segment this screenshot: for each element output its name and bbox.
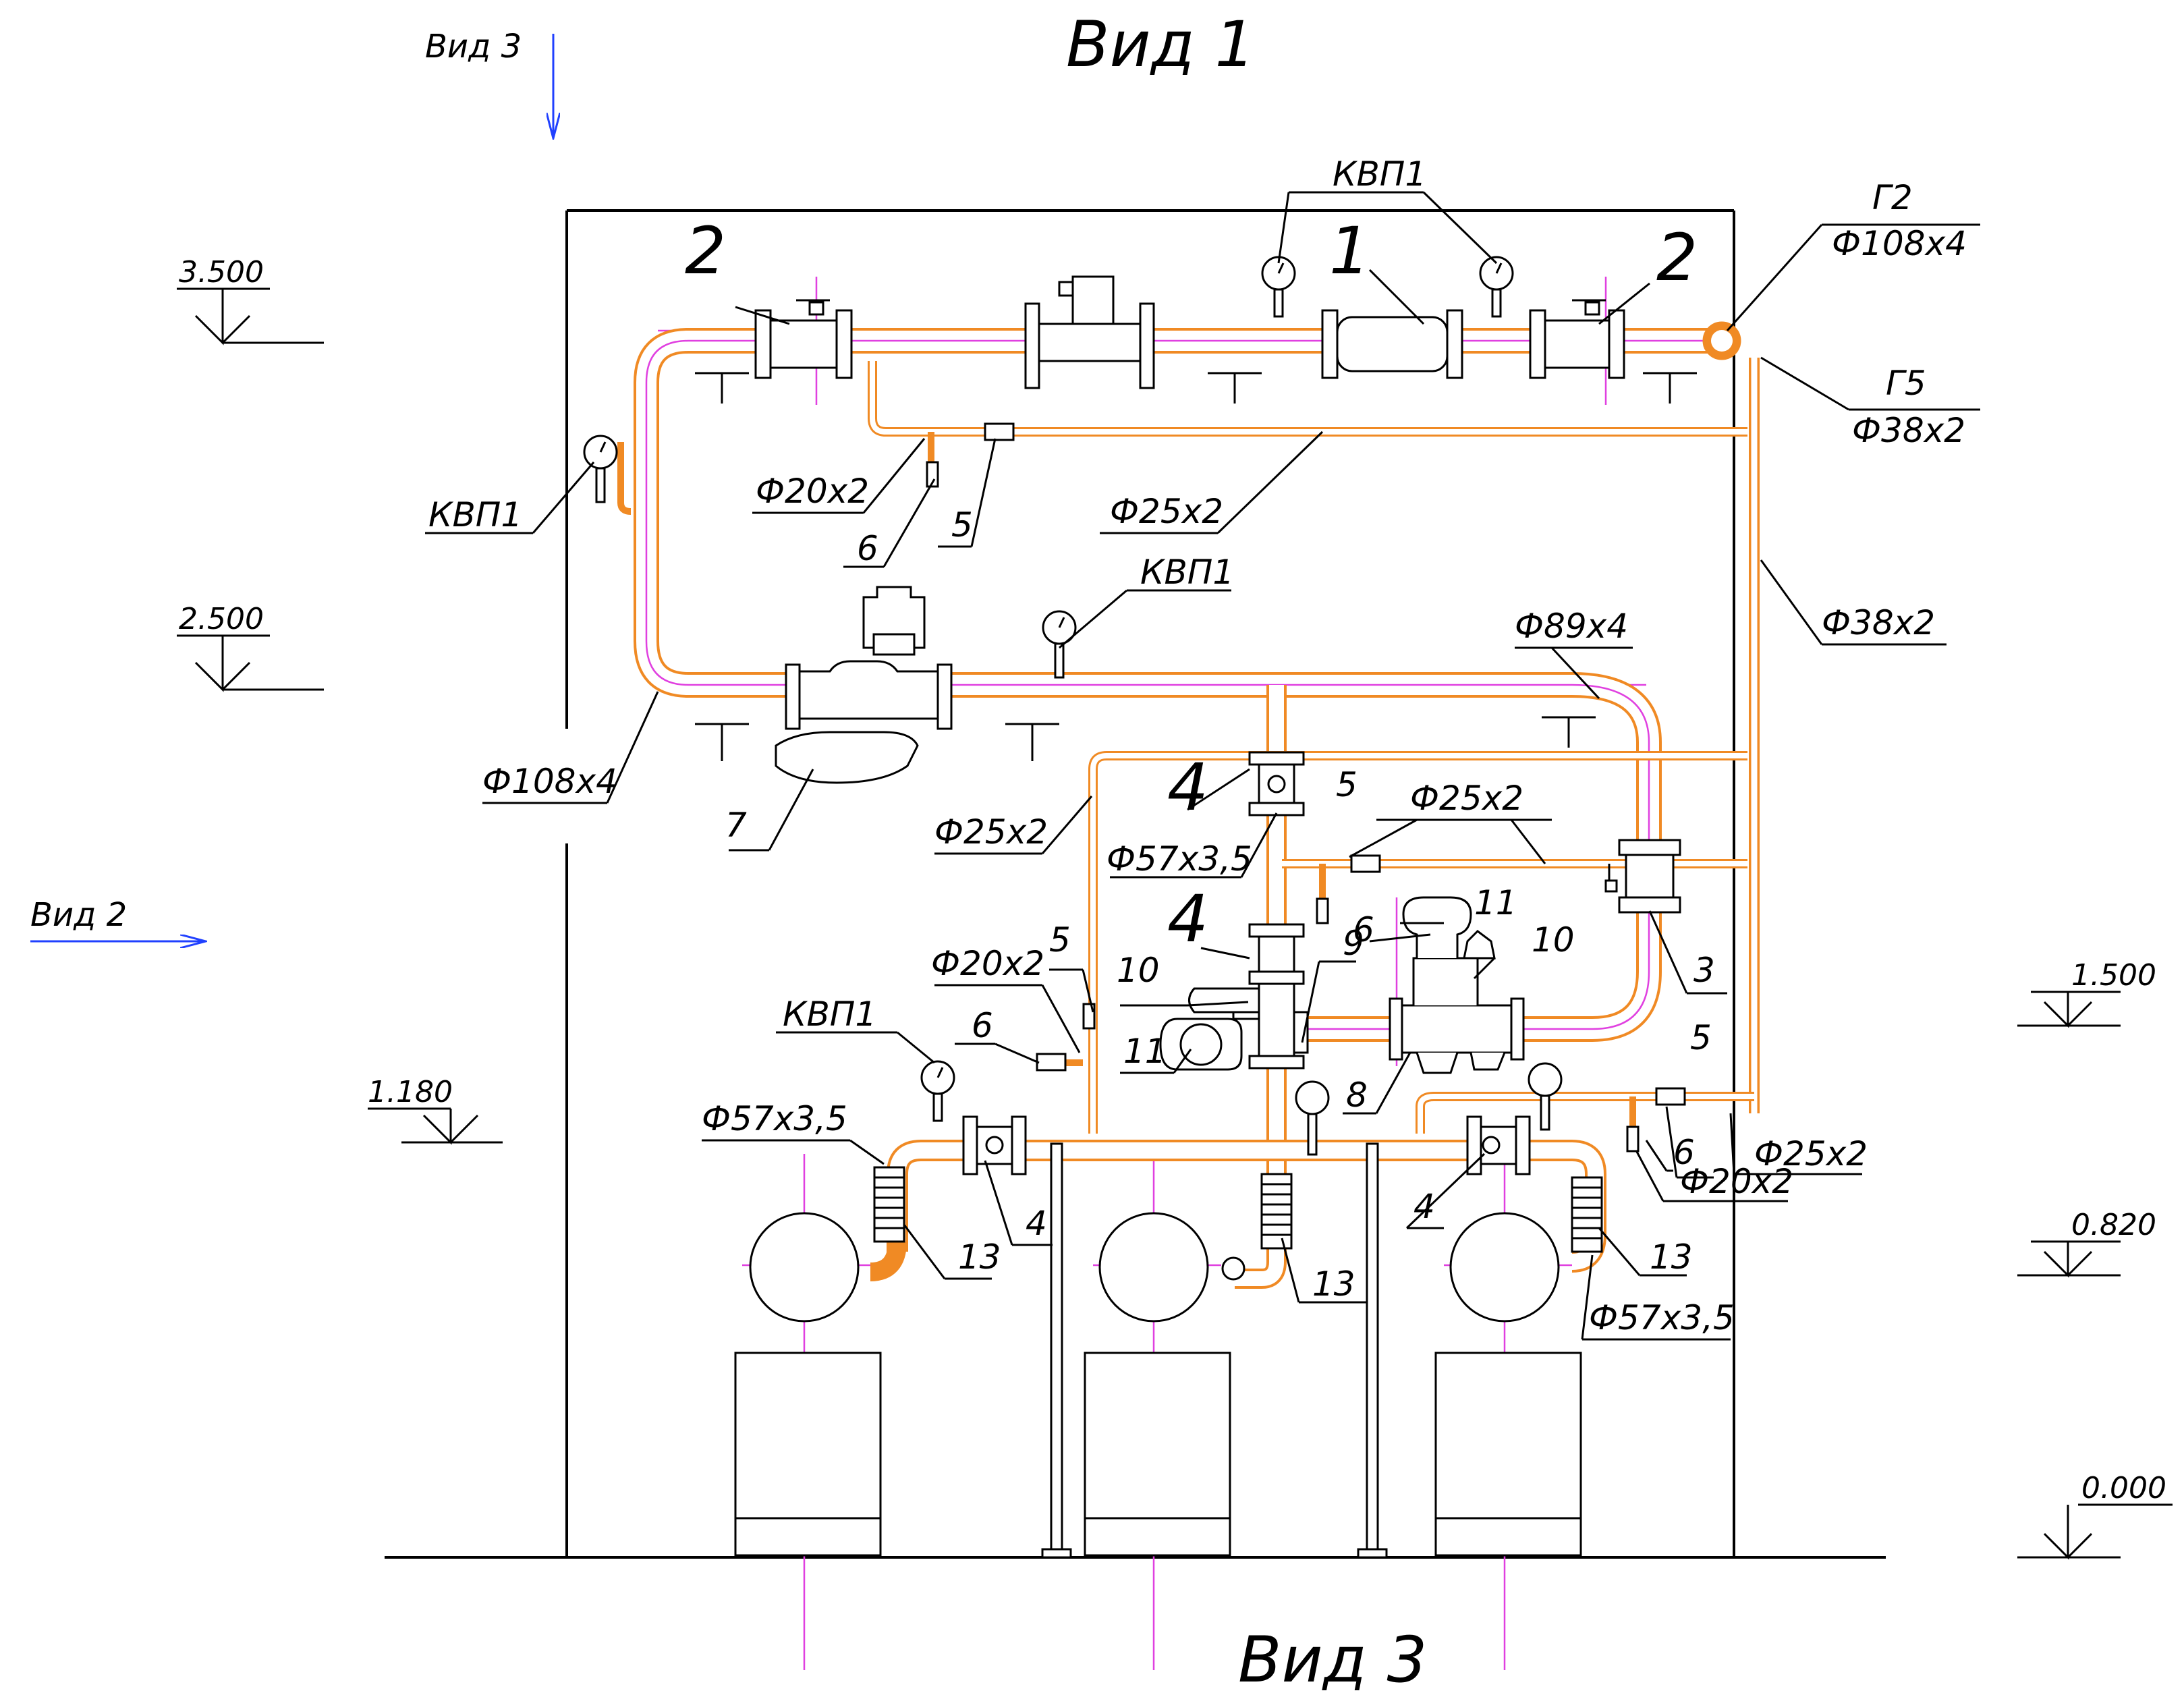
d57-mid-label: Ф57х3,5 bbox=[1107, 839, 1252, 879]
d20-right-label: Ф20х2 bbox=[1680, 1162, 1793, 1201]
pos-10-right: 10 bbox=[1532, 920, 1575, 960]
valve-2-left bbox=[754, 299, 853, 379]
d25-top-label: Ф25х2 bbox=[1110, 492, 1223, 531]
d57-right-label: Ф57х3,5 bbox=[1589, 1298, 1735, 1337]
kvp-left-label: КВП1 bbox=[428, 495, 522, 534]
valve-8-assembly bbox=[1389, 896, 1525, 1074]
g5-label: Г5 bbox=[1886, 364, 1926, 403]
pos-13-left: 13 bbox=[958, 1238, 1001, 1277]
view-arrows bbox=[30, 34, 553, 941]
fitting-4-upper bbox=[1248, 751, 1305, 816]
gauge-low-left bbox=[920, 1060, 955, 1122]
pos-10-left: 10 bbox=[1117, 951, 1160, 990]
g2-diameter: Ф108х4 bbox=[1832, 224, 1967, 263]
elevation-2500: 2.500 bbox=[179, 602, 264, 636]
small-pipes bbox=[617, 358, 1760, 1134]
boiler-left bbox=[734, 1212, 882, 1557]
pos-6-top: 6 bbox=[857, 529, 878, 568]
pos-5-top: 5 bbox=[951, 505, 973, 545]
valve-10-11-left bbox=[1159, 987, 1260, 1071]
gauge-low-mid bbox=[1295, 1080, 1330, 1156]
pos-13-right: 13 bbox=[1650, 1238, 1693, 1277]
d25-mid-right-label: Ф25х2 bbox=[1410, 779, 1523, 818]
support-posts bbox=[1041, 1142, 1388, 1559]
boiler-mid bbox=[1084, 1212, 1231, 1557]
valve-4-left bbox=[962, 1115, 1027, 1175]
bellows-13-mid bbox=[1221, 1173, 1293, 1281]
valve-4-right bbox=[1466, 1115, 1531, 1175]
g5-diameter: Ф38х2 bbox=[1852, 411, 1965, 450]
valve-3 bbox=[1604, 839, 1681, 914]
elevation-3500: 3.500 bbox=[179, 255, 264, 289]
kvp-mid-label: КВП1 bbox=[1140, 553, 1234, 592]
kvp-low-label: КВП1 bbox=[783, 995, 876, 1034]
pipe-supports bbox=[695, 372, 1697, 761]
pos-4-mid: 4 bbox=[1167, 881, 1208, 957]
pos-8: 8 bbox=[1346, 1076, 1368, 1115]
view1-title: Вид 1 bbox=[1066, 8, 1255, 82]
pos-1: 1 bbox=[1329, 213, 1370, 289]
d20-top-label: Ф20х2 bbox=[756, 472, 869, 511]
pos-11-right: 11 bbox=[1474, 883, 1517, 922]
gauge-low-right bbox=[1528, 1062, 1563, 1131]
pos-6-left: 6 bbox=[972, 1006, 993, 1045]
view3-marker-label: Вид 3 bbox=[425, 28, 522, 65]
riser-57 bbox=[1235, 685, 1287, 1289]
pos-9: 9 bbox=[1343, 924, 1364, 963]
pos-5-left: 5 bbox=[1049, 920, 1071, 960]
bellows-13-right bbox=[1571, 1176, 1603, 1253]
bellows-13-left bbox=[873, 1166, 905, 1243]
pos-6-mid: 6 bbox=[1353, 910, 1374, 949]
gauge-top-left bbox=[1261, 256, 1296, 318]
pos-2-right: 2 bbox=[1656, 220, 1698, 296]
pos-7: 7 bbox=[725, 806, 747, 845]
valve-2-right bbox=[1529, 299, 1625, 379]
pos-6-right: 6 bbox=[1673, 1133, 1695, 1172]
d20-left-label: Ф20х2 bbox=[931, 944, 1044, 983]
gauge-left bbox=[583, 435, 618, 503]
leader-lines bbox=[425, 191, 1980, 1341]
elevation-1500: 1.500 bbox=[2071, 958, 2156, 993]
regulator-7 bbox=[775, 586, 953, 784]
pos-4-left: 4 bbox=[1026, 1204, 1047, 1243]
elevation-1180: 1.180 bbox=[368, 1075, 453, 1109]
gauge-mid bbox=[1042, 610, 1077, 679]
d57-left-label: Ф57х3,5 bbox=[702, 1099, 847, 1138]
main-pipe-108 bbox=[634, 328, 1720, 1042]
lower-header-57 bbox=[870, 1140, 1606, 1281]
labels: Вид 1 Вид 3 Вид 3 Вид 2 3.500 2.500 1.18… bbox=[30, 8, 2166, 1695]
pos-5-right: 5 bbox=[1690, 1018, 1712, 1057]
elevation-marks bbox=[177, 287, 2173, 1560]
riser-38-diameter: Ф38х2 bbox=[1822, 603, 1935, 642]
view2-marker-label: Вид 2 bbox=[30, 896, 127, 934]
kvp-top-label: КВП1 bbox=[1333, 155, 1426, 194]
meter-1 bbox=[1321, 309, 1463, 379]
g2-pipe-end bbox=[1702, 321, 1741, 360]
view3-title: Вид 3 bbox=[1238, 1623, 1427, 1695]
pos-5-mid: 5 bbox=[1336, 765, 1357, 804]
boiler-right bbox=[1434, 1212, 1582, 1557]
pos-2-left: 2 bbox=[685, 213, 726, 289]
d108-left-label: Ф108х4 bbox=[482, 762, 617, 801]
elevation-0000: 0.000 bbox=[2081, 1471, 2166, 1505]
pos-4-right: 4 bbox=[1413, 1187, 1435, 1226]
small-valves bbox=[926, 422, 1686, 1152]
d25-mid-left-label: Ф25х2 bbox=[934, 812, 1048, 852]
fitting-4-mid bbox=[1248, 923, 1305, 1069]
d89-label: Ф89х4 bbox=[1515, 607, 1628, 646]
gauge-top-right bbox=[1479, 256, 1514, 318]
pos-11-left: 11 bbox=[1123, 1032, 1167, 1071]
pos-4-upper: 4 bbox=[1167, 750, 1208, 825]
solenoid-valve bbox=[1024, 275, 1155, 389]
g2-label: Г2 bbox=[1872, 178, 1913, 217]
pos-3: 3 bbox=[1693, 951, 1715, 990]
pos-13-mid: 13 bbox=[1312, 1265, 1355, 1304]
d25-right-label: Ф25х2 bbox=[1754, 1134, 1868, 1173]
elevation-0820: 0.820 bbox=[2071, 1208, 2156, 1242]
